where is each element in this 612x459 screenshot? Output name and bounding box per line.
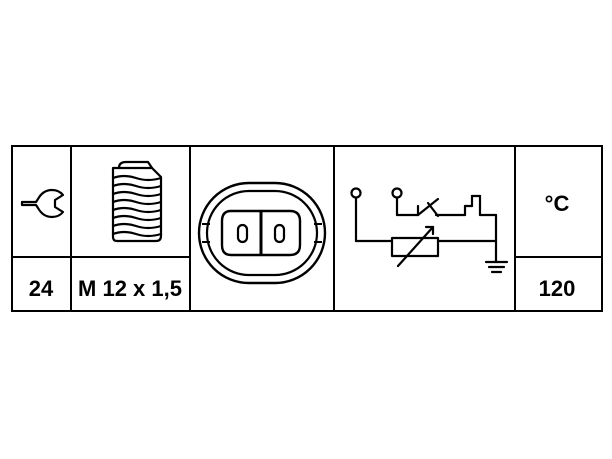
threaded-bolt-icon	[111, 160, 163, 243]
table-grid	[11, 145, 603, 312]
table-border	[11, 145, 603, 312]
wrench-icon	[20, 188, 65, 219]
temperature-unit-label: °C	[545, 191, 570, 216]
thread-size-value: M 12 x 1,5	[78, 276, 182, 301]
two-pin-connector-icon	[197, 181, 327, 285]
temperature-value: 120	[539, 276, 576, 301]
thermal-switch-circuit-icon	[350, 187, 509, 274]
wrench-size-value: 24	[29, 276, 54, 301]
